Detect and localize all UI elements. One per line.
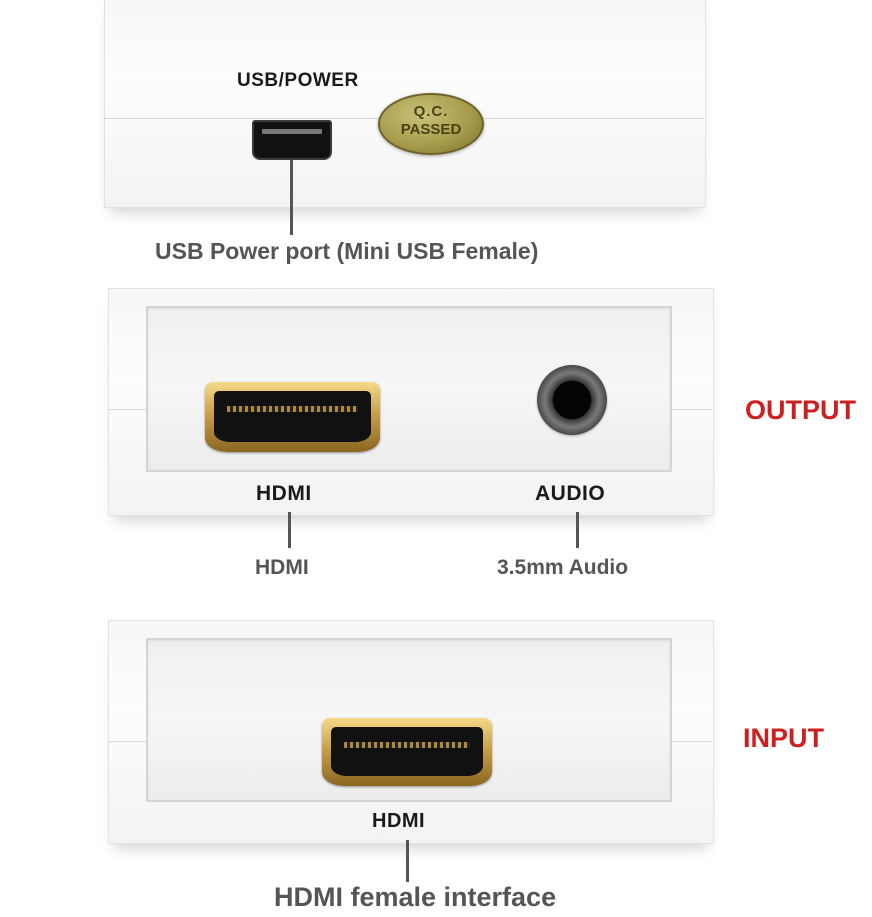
input-side-label: INPUT [743,723,824,753]
input-hdmi-leader-line [406,840,409,882]
qc-badge-line2: PASSED [400,121,462,138]
input-seam-left [108,741,148,742]
input-hdmi-port-icon [322,718,492,786]
output-hdmi-port-icon [205,382,380,452]
mini-usb-port-icon [252,120,332,160]
output-hdmi-caption: HDMI [255,556,309,579]
audio-caption: 3.5mm Audio [497,556,629,579]
input-hdmi-caption: HDMI female interface [274,882,557,912]
qc-passed-badge-icon: Q.C. PASSED [378,93,484,155]
usb-power-caption: USB Power port (Mini USB Female) [155,238,539,264]
input-hdmi-port-pins [344,742,470,748]
audio-jack-icon [537,365,607,435]
output-audio-leader-line [576,512,579,548]
output-seam-left [108,409,148,410]
output-audio-label: AUDIO [535,482,606,505]
usb-power-port-label: USB/POWER [237,70,359,91]
input-hdmi-port-opening [331,727,483,776]
input-seam-right [670,741,712,742]
qc-badge-line1: Q.C. [413,103,449,120]
output-hdmi-port-opening [214,391,371,442]
output-hdmi-label: HDMI [256,482,312,505]
output-hdmi-port-pins [227,406,358,412]
output-seam-right [670,409,712,410]
input-hdmi-label: HDMI [372,810,426,832]
usb-power-leader-line [290,160,293,235]
output-side-label: OUTPUT [745,395,856,425]
output-hdmi-leader-line [288,512,291,548]
mini-usb-contacts [262,129,322,134]
